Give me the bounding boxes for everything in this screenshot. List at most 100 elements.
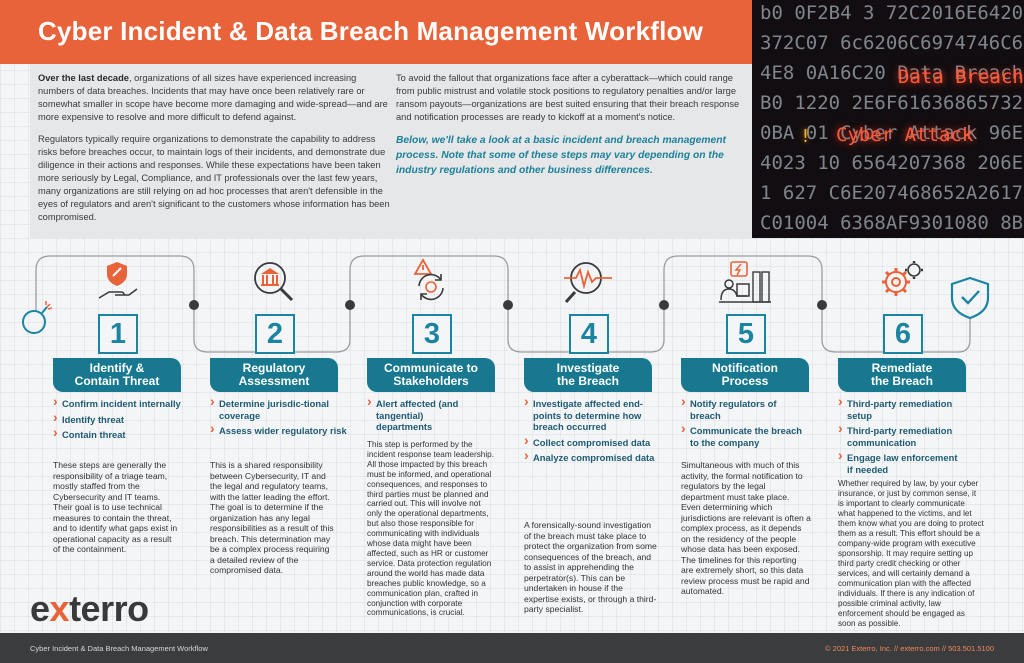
intro-right-column: To avoid the fallout that organizations …	[396, 72, 746, 187]
step-bullets: Determine jurisdic-tional coverage Asses…	[210, 396, 350, 441]
step-number: 5	[726, 314, 766, 354]
intro-lead: Over the last decade	[38, 73, 129, 83]
step-title-line-2: the Breach	[556, 374, 620, 388]
step-bullets: Alert affected (and tangential) departme…	[367, 396, 507, 437]
step-title-line-2: Contain Threat	[74, 374, 160, 388]
step-title-line-2: the Breach	[870, 374, 934, 388]
exterro-logo: exterro	[30, 588, 149, 629]
step-title-line-1: Identify &	[89, 361, 145, 375]
step-title: Regulatory Assessment	[210, 358, 338, 392]
bullet-item: Third-party remediation communication	[838, 423, 978, 448]
step-1: 1 Identify & Contain Threat Confirm inci…	[53, 0, 193, 663]
timeline-dot	[659, 300, 669, 310]
bullet-item: Notify regulators of breach	[681, 396, 805, 421]
step-title-line-1: Notification	[712, 361, 778, 375]
hero-image: b0 0F2B4 3 72C2016E6420706 372C07 6c6206…	[752, 0, 1024, 238]
bullet-item: Contain threat	[53, 427, 193, 441]
intro-p1-text: , organizations of all sizes have experi…	[38, 73, 388, 122]
step-title: Communicate to Stakeholders	[367, 358, 495, 392]
step-title-line-1: Regulatory	[242, 361, 306, 375]
code-line: 1 627 C6E207468652A2617	[760, 182, 1024, 204]
step-2: 2 Regulatory Assessment Determine jurisd…	[210, 0, 350, 663]
bullet-item: Assess wider regulatory risk	[210, 423, 350, 437]
step-description: These steps are generally the responsibi…	[53, 460, 178, 554]
intro-below-lead: Below,	[396, 135, 429, 146]
step-title-line-1: Investigate	[556, 361, 620, 375]
code-line: 372C07 6c6206C6974746C65	[760, 32, 1024, 54]
alert-flash: !	[800, 126, 811, 147]
bullet-item: Alert affected (and tangential) departme…	[367, 396, 477, 433]
bullet-item: Investigate affected end-points to deter…	[524, 396, 664, 433]
intro-p4-text: we'll take a look at a basic incident an…	[396, 135, 726, 176]
step-title-line-2: Process	[721, 374, 769, 388]
step-bullets: Confirm incident internally Identify thr…	[53, 396, 193, 445]
bomb-icon	[22, 301, 53, 334]
intro-paragraph-3: To avoid the fallout that organizations …	[396, 73, 740, 122]
timeline-dot	[189, 300, 199, 310]
logo-text-start: e	[30, 588, 50, 629]
step-title: Notification Process	[681, 358, 809, 392]
footer-bar: Cyber Incident & Data Breach Management …	[0, 633, 1024, 663]
data-breach-highlight: Data Breach	[898, 66, 1024, 88]
intro-paragraph-1: Over the last decade, organizations of a…	[38, 72, 390, 124]
timeline-dot	[503, 300, 513, 310]
step-title: Remediate the Breach	[838, 358, 966, 392]
step-4: 4 Investigate the Breach Investigate aff…	[524, 0, 664, 663]
step-title-line-2: Assessment	[238, 374, 310, 388]
step-description: A forensically-sound investigation of th…	[524, 520, 657, 614]
title-banner: Cyber Incident & Data Breach Management …	[0, 0, 752, 64]
step-number: 3	[412, 314, 452, 354]
step-number: 4	[569, 314, 609, 354]
step-bullets: Third-party remediation setup Third-part…	[838, 396, 978, 479]
intro-panel: Over the last decade, organizations of a…	[30, 64, 752, 238]
bullet-item: Identify threat	[53, 412, 193, 426]
code-line: 4E8 0A16C20 Data Breach	[760, 62, 1024, 84]
bullet-item: Communicate the breach to the company	[681, 423, 805, 448]
step-number: 6	[883, 314, 923, 354]
timeline-dot	[817, 300, 827, 310]
notification-desk-icon	[719, 261, 771, 303]
intro-paragraph-2: Regulators typically require organizatio…	[38, 134, 390, 222]
code-line: 0BA 01 Cyber Attack 96E	[760, 122, 1024, 144]
code-line: B0 1220 2E6F61636865732	[760, 92, 1024, 114]
step-description: This is a shared responsibility between …	[210, 460, 334, 575]
step-description: This step is performed by the incident r…	[367, 440, 494, 618]
alert-refresh-icon	[413, 258, 444, 301]
logo-text-end: terro	[69, 588, 149, 629]
shield-check-icon	[950, 276, 990, 320]
bullet-item: Analyze compromised data	[524, 450, 664, 464]
shield-hand-icon	[98, 262, 138, 299]
intro-left-column: Over the last decade, organizations of a…	[38, 72, 390, 233]
step-6: 6 Remediate the Breach Third-party remed…	[838, 0, 984, 663]
footer-title: Cyber Incident & Data Breach Management …	[30, 644, 208, 653]
code-line: b0 0F2B4 3 72C2016E6420706	[760, 2, 1024, 24]
step-description: Simultaneous with much of this activity,…	[681, 460, 811, 596]
logo-x-mark: x	[49, 588, 70, 629]
timeline-dot	[345, 300, 355, 310]
bullet-item: Engage law enforcement if needed	[838, 450, 962, 475]
bullet-item: Third-party remediation setup	[838, 396, 956, 421]
footer-contact: © 2021 Exterro, Inc. // exterro.com // 5…	[825, 644, 994, 653]
magnifier-building-icon	[254, 262, 294, 302]
bullet-item: Confirm incident internally	[53, 396, 193, 410]
step-5: 5 Notification Process Notify regulators…	[681, 0, 821, 663]
step-number: 2	[255, 314, 295, 354]
intro-paragraph-4: Below, we'll take a look at a basic inci…	[396, 133, 746, 178]
step-description: Whether required by law, by your cyber i…	[838, 479, 984, 628]
step-3: 3 Communicate to Stakeholders Alert affe…	[367, 0, 507, 663]
step-bullets: Investigate affected end-points to deter…	[524, 396, 664, 468]
step-title: Identify & Contain Threat	[53, 358, 181, 392]
bullet-item: Determine jurisdic-tional coverage	[210, 396, 350, 421]
step-title: Investigate the Breach	[524, 358, 652, 392]
gears-icon	[882, 261, 923, 296]
bullet-item: Collect compromised data	[524, 435, 664, 449]
step-title-line-1: Remediate	[871, 361, 933, 375]
page-title: Cyber Incident & Data Breach Management …	[38, 16, 704, 46]
step-bullets: Notify regulators of breach Communicate …	[681, 396, 821, 452]
magnifier-pulse-icon	[564, 262, 612, 304]
code-line: 4023 10 6564207368 206E1	[760, 152, 1024, 174]
step-number: 1	[98, 314, 138, 354]
step-title-line-1: Communicate to	[383, 361, 478, 375]
code-line: C01004 6368AF9301080 8B4FA	[760, 212, 1024, 234]
